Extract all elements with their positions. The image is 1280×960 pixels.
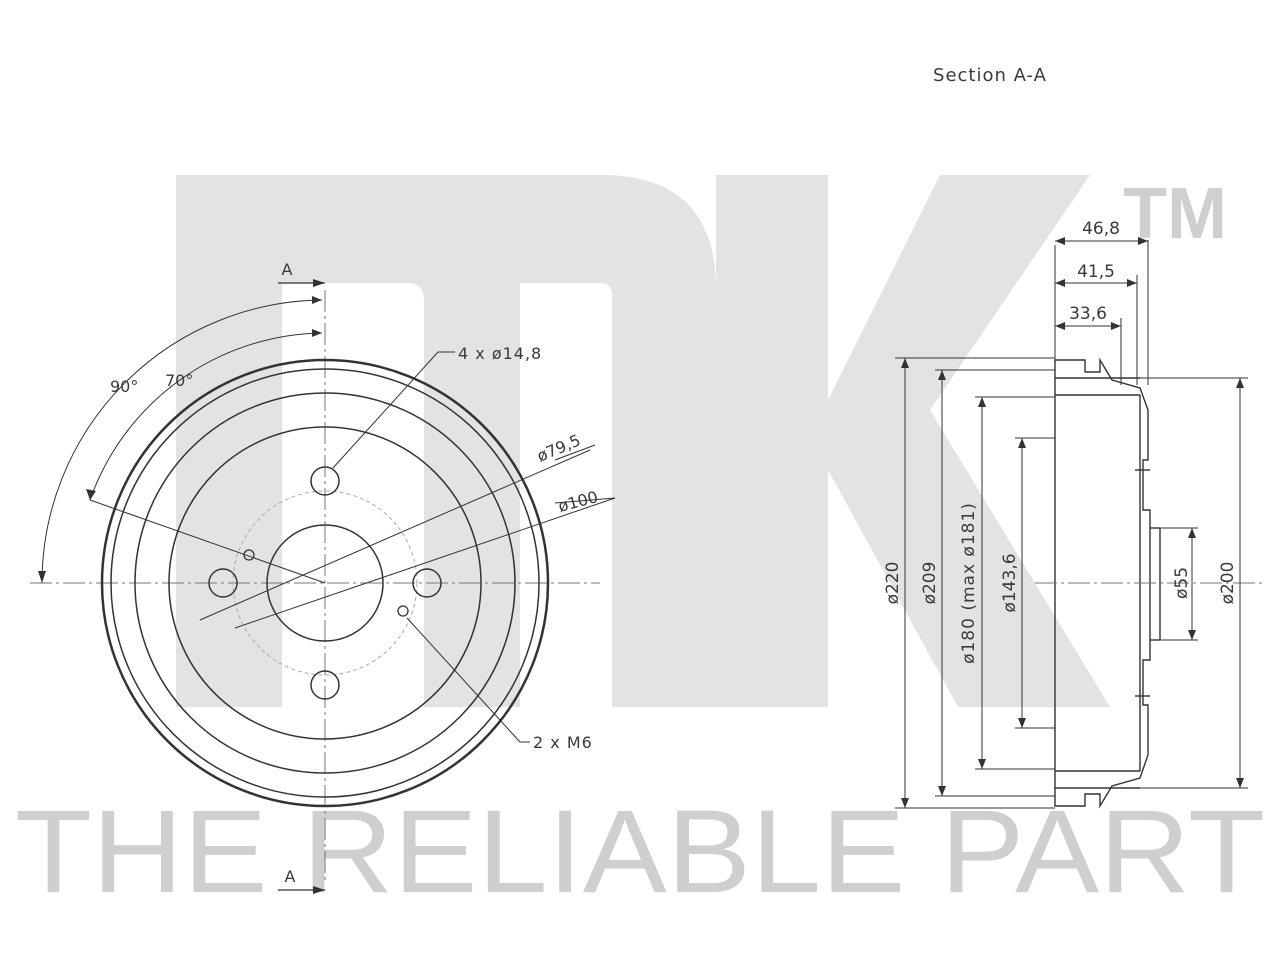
bolt-hole-label: 4 x ø14,8 [458,344,542,363]
logo-letter-k [716,175,1110,707]
angle-arc-70 [89,332,323,501]
m6-leader [406,617,521,743]
section-marker-bottom: A [285,867,296,886]
pcd-dimension-line [199,449,591,621]
dimension-arrowheads [901,237,1244,808]
drum-section-outline [1054,357,1151,809]
front-view [30,279,616,894]
threaded-hole-2 [397,605,409,617]
threaded-hole-label: 2 x M6 [533,733,593,752]
flange-circle [168,426,482,740]
braking-surface-circle [134,392,516,774]
bolt-hole-left [208,568,238,598]
bolt-hole-top [310,466,340,496]
dia-drum-label: ø209 [920,562,940,605]
angle-arc-90 [41,299,323,584]
dia-right-label: ø200 [1218,562,1238,605]
angle-ref-line [89,499,326,584]
section-title: Section A-A [933,65,1047,86]
hub-bore-circle [266,524,384,642]
logo-letter-n [176,175,716,707]
dia-flange-label: ø143,6 [1000,553,1020,612]
dia-outer-label: ø220 [883,562,903,605]
pcd-circle [232,490,418,676]
nk-logo-watermark: TM THE RELIABLE PART NK [15,174,1265,918]
dia-hub-label: ø55 [1172,567,1192,599]
section-marker-top: A [282,260,293,279]
pilot-dimension-line [234,497,616,629]
outer-rim-circle [100,358,550,808]
angle-label-70: 70° [165,371,193,390]
pilot-circle-label: ø100 [556,487,600,516]
rim-edge-circle [110,368,540,798]
bolt-hole-leader [332,351,439,469]
bolt-hole-right [412,568,442,598]
bolt-hole-bottom [310,670,340,700]
dia-braking-label: ø180 (max ø181) [959,502,979,664]
section-view [895,240,1265,809]
width-total-label: 46,8 [1082,219,1120,239]
width-inner-label: 33,6 [1069,304,1107,324]
angle-label-90: 90° [110,377,138,396]
tagline-watermark: THE RELIABLE PART [15,786,1265,918]
threaded-hole-1 [243,549,255,561]
width-mid-label: 41,5 [1077,262,1115,282]
pcd-label: ø79,5 [534,430,583,465]
